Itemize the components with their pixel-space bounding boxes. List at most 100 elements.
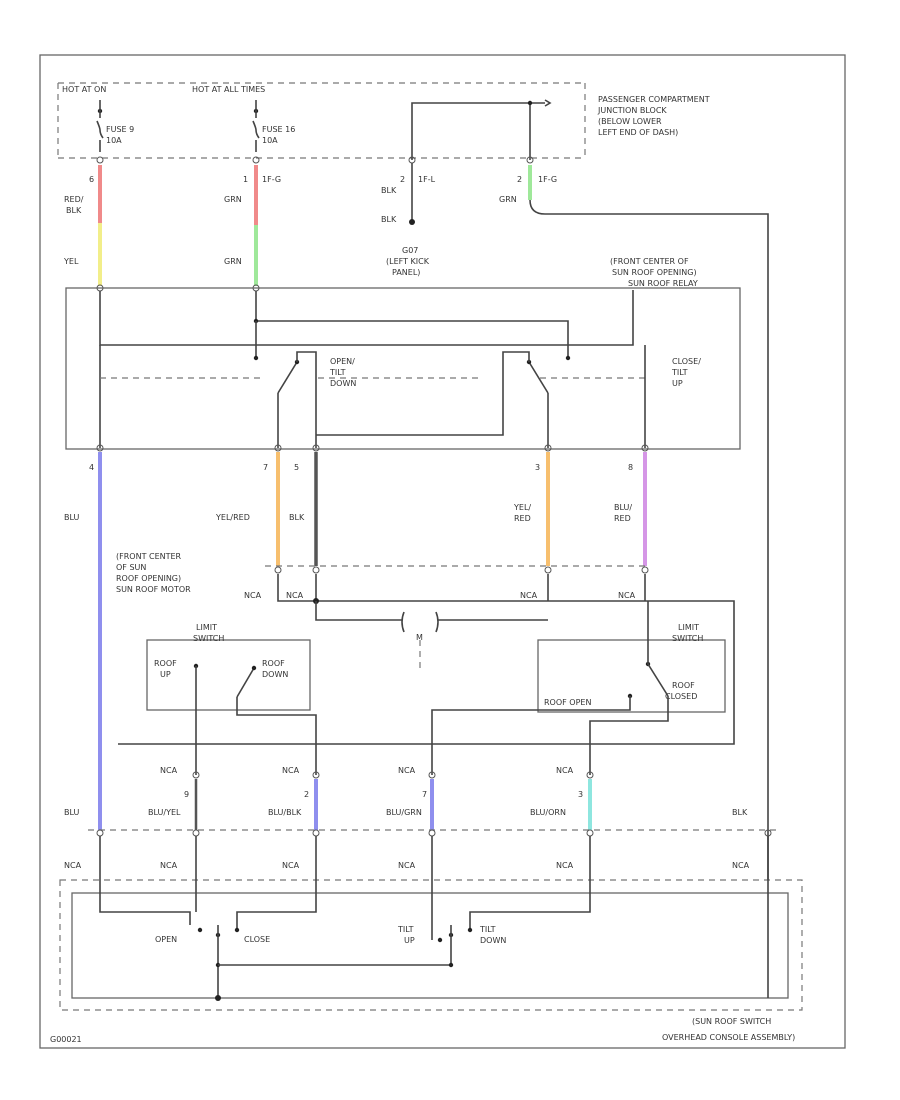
pin-8-label: 8 [628,463,633,472]
nca-label-13: NCA [556,861,574,870]
hot-run-label: HOT AT ON [62,85,106,94]
fuse-9-label: FUSE 9 [106,125,134,134]
roof-down-label-1: ROOF [262,659,285,668]
pin-1-label: 1 [243,175,248,184]
close-switch-label: CLOSE [244,935,270,944]
blk-label-a: BLK [381,186,397,195]
diagram-frame [39,54,846,1049]
ground-label-2: (LEFT KICK [386,257,430,266]
ground-label-3: PANEL) [392,268,420,277]
yel-red2-label-1: YEL/ [513,503,531,512]
close-contact-label-1: CLOSE/ [672,357,701,366]
fuse-9-wire: 6 RED/ BLK YEL [63,156,104,286]
junction-block-label-1: PASSENGER COMPARTMENT [598,95,710,104]
sunroof-motor: (FRONT CENTER OF SUN ROOF OPENING) SUN R… [116,552,735,745]
right-limit-label-2: SWITCH [672,634,703,643]
nca-label-8: NCA [556,766,574,775]
left-limit-switch: LIMIT SWITCH ROOF UP ROOF DOWN [146,623,317,744]
fuse-16: FUSE 16 10A [252,100,295,152]
sunroof-switch-label: (SUN ROOF SWITCH [692,1017,771,1026]
roof-up-label-1: ROOF [154,659,177,668]
pin-6-label: 6 [89,175,94,184]
fuse-9: FUSE 9 10A [96,100,134,152]
right-limit-label-1: LIMIT [678,623,699,632]
blk-label-b: BLK [381,215,397,224]
roof-open-label: ROOF OPEN [544,698,591,707]
pin-3-label: 3 [535,463,540,472]
relay-label-1: (FRONT CENTER OF [610,257,689,266]
close-contact-label-3: UP [672,379,683,388]
yel-label: YEL [63,257,79,266]
junction-block-label-4: LEFT END OF DASH) [598,128,678,137]
blu-red-label-1: BLU/ [614,503,632,512]
left-limit-label-2: SWITCH [193,634,224,643]
yel-red2-label-2: RED [514,514,531,523]
nca-label-5: NCA [160,766,178,775]
blu-grn-label: BLU/GRN [386,808,422,817]
right-limit-switch: LIMIT SWITCH ROOF OPEN ROOF CLOSED [431,601,726,744]
motor-label-3: ROOF OPENING) [116,574,181,583]
sunroof-switch: OPEN CLOSE TILT UP TILT DOWN (SUN ROOF S… [59,836,803,1042]
blk-bottom-label: BLK [732,808,748,817]
tilt-up-label-2: UP [404,936,415,945]
relay-output-wires: 4 BLU 7 YEL/RED 5 BLK 3 YEL/ RED 8 BLU/ … [64,452,647,830]
nca-label-4: NCA [618,591,636,600]
blu-red-label-2: RED [614,514,631,523]
blu-bottom-label: BLU [64,808,80,817]
nca-label-2: NCA [286,591,304,600]
red-blk-label-1: RED/ [64,195,84,204]
tilt-down-label-1: TILT [479,925,496,934]
pin-2b-label: 2 [517,175,522,184]
grn-label-3: GRN [224,257,242,266]
pin-7b-label: 7 [422,790,427,799]
open-contact-label-3: DOWN [330,379,356,388]
diagram-ref-code: G00021 [50,1035,82,1044]
ground-g07: 2 1F-L BLK BLK G07 (LEFT KICK PANEL) [381,156,436,277]
ground-label-1: G07 [402,246,418,255]
blu-orn-label: BLU/ORN [530,808,566,817]
nca-label-1: NCA [244,591,262,600]
pin-2a-label: 2 [400,175,405,184]
close-contact-label-2: TILT [671,368,688,377]
fuse-16-label: FUSE 16 [262,125,295,134]
conn-1fg-label: 1F-G [262,175,281,184]
ground-return-wire: 2 1F-G GRN [499,156,769,880]
roof-up-label-2: UP [160,670,171,679]
nca-label-7: NCA [398,766,416,775]
conn-1fg2-label: 1F-G [538,175,557,184]
pin-3b-label: 3 [578,790,583,799]
pin-7-label: 7 [263,463,268,472]
blk-c-label: BLK [289,513,305,522]
motor-label-4: SUN ROOF MOTOR [116,585,191,594]
junction-block-label-2: JUNCTION BLOCK [597,106,667,115]
nca-label-3: NCA [520,591,538,600]
nca-label-14: NCA [732,861,750,870]
overhead-console-label: OVERHEAD CONSOLE ASSEMBLY) [662,1033,795,1042]
roof-down-label-2: DOWN [262,670,288,679]
fuse-16-rating: 10A [262,136,278,145]
grn-label-1: GRN [224,195,242,204]
yel-red-label: YEL/RED [215,513,250,522]
fuse-16-wire: 1 1F-G GRN GRN [224,156,281,286]
junction-block: HOT AT ON HOT AT ALL TIMES PASSENGER COM… [57,82,710,160]
nca-label-10: NCA [160,861,178,870]
switch-harness: NCA NCA NCA NCA 9 2 7 3 BLU BLU/YEL BLU/… [64,744,780,870]
relay-label-3: SUN ROOF RELAY [628,279,698,288]
open-switch-label: OPEN [155,935,177,944]
pin-5-label: 5 [294,463,299,472]
motor-label-2: OF SUN [116,563,146,572]
nca-label-6: NCA [282,766,300,775]
grn-label-2: GRN [499,195,517,204]
roof-closed-label-1: ROOF [672,681,695,690]
tilt-down-label-2: DOWN [480,936,506,945]
conn-1fl-label: 1F-L [418,175,436,184]
pin-4-label: 4 [89,463,94,472]
roof-closed-label-2: CLOSED [665,692,697,701]
motor-symbol-label: M [416,633,423,642]
nca-label-11: NCA [282,861,300,870]
open-contact-label-2: TILT [329,368,346,377]
fuse-9-rating: 10A [106,136,122,145]
left-limit-label-1: LIMIT [196,623,217,632]
relay-label-2: SUN ROOF OPENING) [612,268,697,277]
